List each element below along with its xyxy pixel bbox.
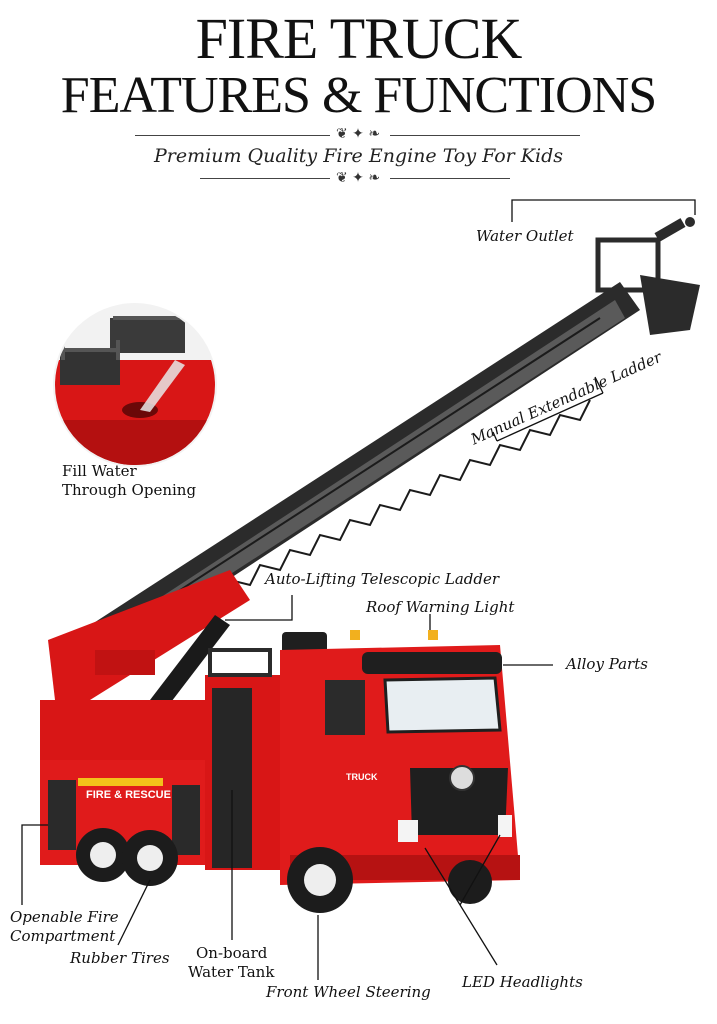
fire-rescue-decal: FIRE & RESCUE (86, 789, 171, 801)
label-alloy-parts: Alloy Parts (566, 655, 648, 673)
divider-top-left (135, 135, 330, 136)
label-roof-light: Roof Warning Light (366, 598, 515, 616)
label-front-wheel-steering: Front Wheel Steering (266, 983, 431, 1001)
wheels (76, 828, 492, 913)
ornament-bottom: ❦ ✦ ❧ (336, 170, 381, 186)
label-fill-water-line2: Through Opening (62, 481, 197, 499)
label-water-tank-line2: Water Tank (188, 963, 275, 981)
title-line-1: FIRE TRUCK (195, 6, 523, 71)
divider-bottom-left (200, 178, 330, 179)
label-fill-water-line1: Fill Water (62, 462, 137, 480)
divider-bottom-right (390, 178, 510, 179)
title-line-2: FEATURES & FUNCTIONS (60, 67, 657, 124)
label-water-tank-line1: On-board (196, 944, 268, 962)
subtitle: Premium Quality Fire Engine Toy For Kids (154, 145, 563, 167)
truck-body (40, 630, 520, 885)
ladder-base (48, 570, 250, 710)
fill-water-inset (53, 303, 217, 467)
label-auto-ladder: Auto-Lifting Telescopic Ladder (265, 570, 500, 588)
label-led-headlights: LED Headlights (462, 973, 583, 991)
label-rubber-tires: Rubber Tires (70, 949, 170, 967)
divider-top-right (390, 135, 580, 136)
door-decal: TRUCK (346, 772, 378, 782)
label-water-outlet: Water Outlet (476, 227, 574, 245)
label-openable-line2: Compartment (10, 927, 116, 945)
ornament-top: ❦ ✦ ❧ (336, 126, 381, 142)
callout-lines (21, 199, 696, 980)
label-openable-line1: Openable Fire (10, 908, 119, 926)
